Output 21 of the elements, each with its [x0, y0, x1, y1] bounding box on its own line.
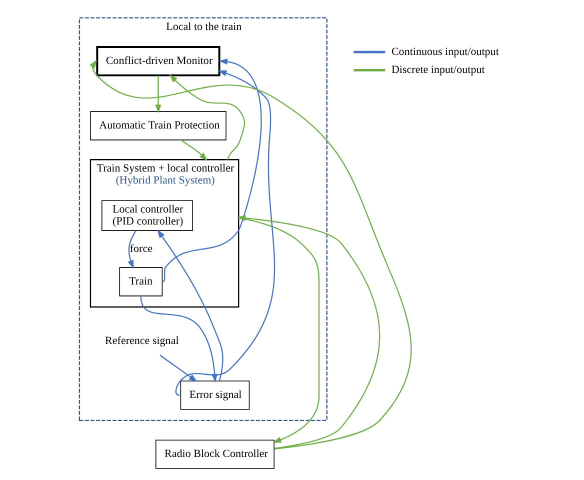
- node-box: Automatic Train Protection: [90, 111, 226, 140]
- arrow: [236, 215, 380, 450]
- arrow: [238, 217, 320, 443]
- arrow: [90, 60, 412, 450]
- node-box: Conflict-driven Monitor: [96, 46, 220, 76]
- arrow: [176, 70, 276, 396]
- node-box: Radio Block Controller: [155, 440, 274, 469]
- edge-label: force: [130, 242, 153, 255]
- legend-label: Continuous input/output: [391, 46, 499, 58]
- arrow: [180, 140, 208, 161]
- arrow: [157, 229, 224, 381]
- node-box: Train: [119, 267, 163, 296]
- arrow: [128, 230, 136, 269]
- node-text: Reference signal: [105, 334, 179, 347]
- arrow: [169, 74, 246, 160]
- legend-label: Discrete input/output: [391, 64, 485, 76]
- arrow: [155, 76, 162, 114]
- arrow: [162, 58, 262, 282]
- node-box: Local controller (PID controller): [102, 200, 193, 231]
- node-box: Error signal: [180, 380, 250, 410]
- arrow: [160, 354, 198, 382]
